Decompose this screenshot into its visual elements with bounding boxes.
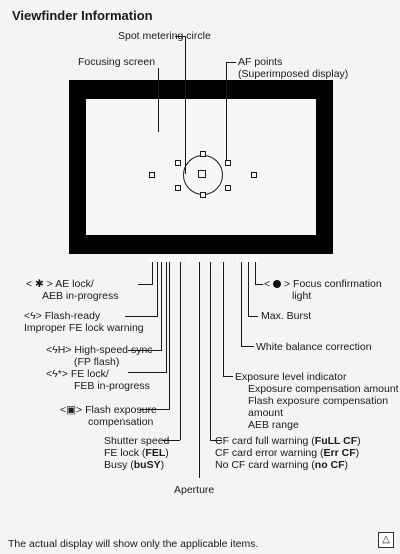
af-point	[225, 160, 231, 166]
af-point	[225, 185, 231, 191]
label-fp-flash: (FP flash)	[74, 356, 120, 368]
label-no-cf: No CF card warning (no CF)	[215, 459, 349, 471]
af-point	[200, 151, 206, 157]
label-flash-exposure-comp-sub: compensation	[88, 416, 154, 428]
label-ae-lock: < ✱ > AE lock/	[26, 278, 94, 290]
focus-light-icon	[273, 280, 282, 288]
label-focus-confirmation-sub: light	[292, 290, 312, 302]
label-flash-exposure-comp: <▣> Flash exposure	[60, 404, 157, 416]
label-max-burst: Max. Burst	[261, 310, 312, 322]
label-focus-confirmation: < > Focus confirmation	[264, 278, 382, 290]
label-high-speed-sync: <ϟH> High-speed sync	[46, 344, 153, 356]
viewfinder-lcd: ✱ϟ▣8888 8.8 |·|·|·|·▣8	[148, 256, 254, 265]
label-improper-fe-lock: Improper FE lock warning	[24, 322, 144, 334]
af-point	[149, 172, 155, 178]
label-focusing-screen: Focusing screen	[78, 56, 156, 68]
label-shutter-speed: Shutter speed	[104, 435, 170, 447]
label-fe-lock: <ϟ*> FE lock/	[46, 368, 109, 380]
label-feb-in-progress: FEB in-progress	[74, 380, 150, 392]
label-aeb-in-progress: AEB in-progress	[42, 290, 119, 302]
label-aeb-range: AEB range	[248, 419, 299, 431]
focus-confirmation-light	[252, 258, 258, 264]
af-point	[200, 192, 206, 198]
label-af-points: AF points	[238, 56, 283, 68]
af-point	[251, 172, 257, 178]
label-fe-lock-fel: FE lock (FEL)	[104, 447, 169, 459]
label-spot-metering: Spot metering circle	[118, 30, 211, 42]
up-arrow-icon[interactable]: △	[378, 532, 394, 548]
label-cf-full: CF card full warning (FuLL CF)	[215, 435, 361, 447]
label-flash-exp-comp: Flash exposure compensation	[248, 395, 389, 407]
label-busy: Busy (buSY)	[104, 459, 165, 471]
label-aperture: Aperture	[174, 484, 215, 496]
label-cf-error: CF card error warning (Err CF)	[215, 447, 360, 459]
af-point-center	[198, 170, 206, 178]
label-exposure-level: Exposure level indicator	[235, 371, 347, 383]
af-point	[175, 185, 181, 191]
label-flash-ready: <ϟ> Flash-ready	[24, 310, 101, 322]
label-exposure-comp: Exposure compensation amount	[248, 383, 399, 395]
page-title: Viewfinder Information	[12, 8, 153, 23]
footer-note: The actual display will show only the ap…	[8, 538, 259, 550]
label-af-points-sub: (Superimposed display)	[238, 68, 349, 80]
label-wb-correction: White balance correction	[256, 341, 372, 353]
af-point	[175, 160, 181, 166]
label-flash-exp-comp-sub: amount	[248, 407, 284, 419]
